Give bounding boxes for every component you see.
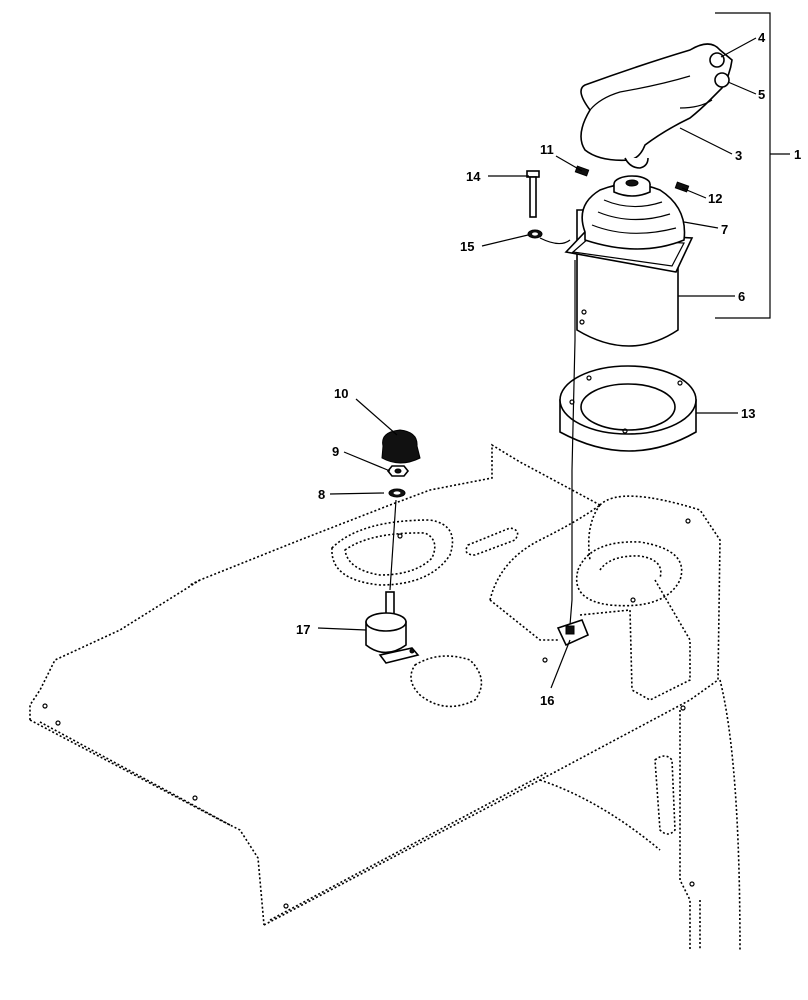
grip-button-lower: [714, 72, 730, 88]
leader-lines: [317, 37, 790, 689]
washer: [527, 229, 571, 245]
callout-4: 4: [758, 30, 766, 45]
callout-16: 16: [540, 693, 554, 708]
nut: [386, 465, 410, 477]
bolt: [526, 170, 540, 218]
callout-labels: 1 3 4 5 6 7 8 9 10 11 12 13 14 15 16 17: [296, 30, 801, 708]
callout-13: 13: [741, 406, 755, 421]
knob-shaft-line: [389, 499, 397, 591]
callout-9: 9: [332, 444, 339, 459]
callout-7: 7: [721, 222, 728, 237]
control-knob: [381, 429, 421, 464]
callout-14: 14: [466, 169, 481, 184]
console-panel-outline: [29, 443, 741, 951]
joystick-grip: [580, 43, 733, 169]
grip-button-upper: [709, 52, 725, 68]
assembly-bracket: [715, 12, 771, 319]
callout-15: 15: [460, 239, 474, 254]
joystick-valve-body: [564, 175, 694, 347]
callout-3: 3: [735, 148, 742, 163]
callout-1: 1: [794, 147, 801, 162]
callout-10: 10: [334, 386, 348, 401]
wire-harness: [569, 260, 576, 626]
callout-17: 17: [296, 622, 310, 637]
callout-12: 12: [708, 191, 722, 206]
mounting-ring: [559, 365, 697, 452]
callout-6: 6: [738, 289, 745, 304]
lock-washer: [388, 488, 406, 498]
callout-8: 8: [318, 487, 325, 502]
wire-clip: [556, 619, 590, 647]
callout-11: 11: [540, 142, 554, 157]
potentiometer: [365, 591, 420, 664]
callout-5: 5: [758, 87, 765, 102]
